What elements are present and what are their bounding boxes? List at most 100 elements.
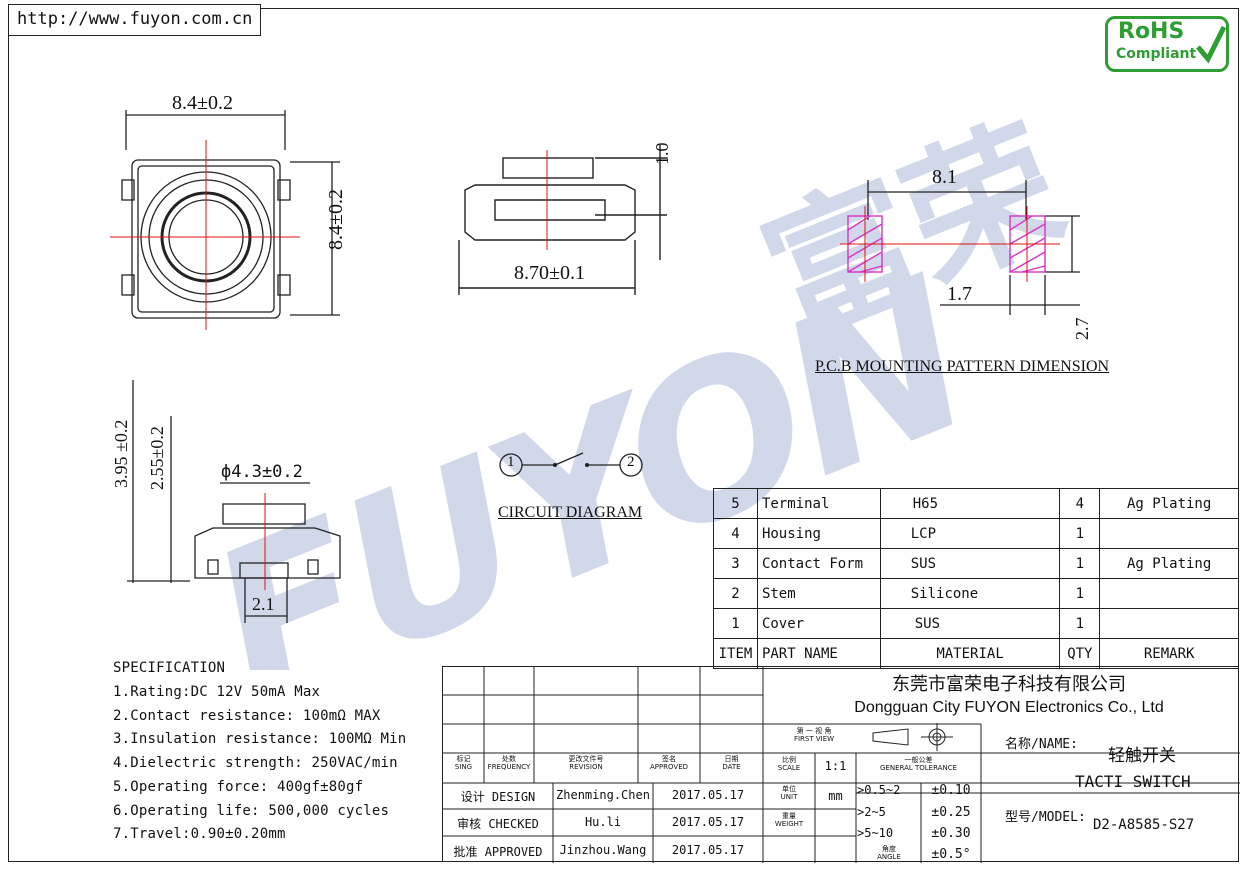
bom-part: Stem	[756, 578, 881, 609]
spec-item: 3.Insulation resistance: 100MΩ Min	[113, 731, 407, 747]
scale-value: 1:1	[824, 759, 847, 773]
pcb-title: P.C.B MOUNTING PATTERN DIMENSION	[815, 358, 1110, 375]
bom-item: 1	[713, 608, 758, 639]
bom-material: H65	[879, 488, 1061, 519]
bom-header-item: ITEM	[713, 638, 758, 669]
bom-remark: Ag Plating	[1099, 548, 1239, 579]
checked-name: Hu.li	[584, 815, 622, 829]
bom-row: 5 Terminal H65 4 Ag Plating	[713, 488, 1239, 519]
bom-remark: Ag Plating	[1099, 488, 1239, 519]
bom-remark	[1099, 578, 1239, 609]
side-height-dim: 1.0	[652, 142, 672, 166]
top-height-dim: 8.4±0.2	[325, 189, 347, 250]
tol-range: >0.5~2	[857, 783, 901, 797]
bom-qty: 1	[1059, 608, 1101, 639]
bom-part: Contact Form	[756, 548, 881, 579]
bom-material: SUS	[879, 608, 1061, 639]
side-width-dim: 8.70±0.1	[514, 262, 585, 284]
pcb-span-dim: 8.1	[932, 166, 957, 188]
approved-label: 批准 APPROVED	[453, 845, 543, 859]
bom-header-qty: QTY	[1059, 638, 1101, 669]
bom-material: LCP	[879, 518, 1061, 549]
checked-label: 审核 CHECKED	[457, 817, 539, 831]
tol-value: ±0.10	[931, 783, 971, 798]
tol-value: ±0.25	[931, 805, 971, 820]
bom-qty: 1	[1059, 578, 1101, 609]
bom-item: 5	[713, 488, 758, 519]
front-view-drawing	[127, 380, 341, 623]
bom-part: Cover	[756, 608, 881, 639]
bom-header-part: PART NAME	[756, 638, 881, 669]
circuit-label: CIRCUIT DIAGRAM	[498, 504, 643, 521]
side-view-drawing	[458, 145, 667, 295]
front-dia-dim: ф4.3±0.2	[221, 462, 303, 482]
bom-item: 3	[713, 548, 758, 579]
bom-qty: 1	[1059, 518, 1101, 549]
spec-item: 6.Operating life: 500,000 cycles	[113, 803, 390, 819]
bom-qty: 1	[1059, 548, 1101, 579]
tol-range: >2~5	[857, 805, 886, 819]
circuit-pin-1: 1	[507, 454, 515, 470]
bom-row: 3 Contact Form SUS 1 Ag Plating	[713, 548, 1239, 579]
spec-item: 5.Operating force: 400gf±80gf	[113, 779, 364, 795]
spec-item: 1.Rating:DC 12V 50mA Max	[113, 684, 321, 700]
product-name-en: TACTI SWITCH	[1075, 772, 1191, 791]
bom-row: 2 Stem Silicone 1	[713, 578, 1239, 609]
top-width-dim: 8.4±0.2	[172, 92, 233, 114]
bom-remark	[1099, 608, 1239, 639]
title-block-grid	[443, 667, 1240, 863]
bom-part: Terminal	[756, 488, 881, 519]
circuit-pin-2: 2	[627, 454, 635, 470]
bom-qty: 4	[1059, 488, 1101, 519]
bom-item: 2	[713, 578, 758, 609]
rohs-sub: Compliant	[1116, 46, 1197, 62]
name-label: 名称/NAME:	[1005, 737, 1078, 752]
bom-item: 4	[713, 518, 758, 549]
bom-material: SUS	[879, 548, 1061, 579]
model-number: D2-A8585-S27	[1093, 817, 1195, 833]
design-label: 设计 DESIGN	[460, 790, 536, 804]
bom-table: 5 Terminal H65 4 Ag Plating 4 Housing LC…	[713, 488, 1239, 669]
check-icon	[1196, 25, 1226, 64]
front-total-dim: 3.95 ±0.2	[111, 419, 131, 488]
product-name-cn: 轻触开关	[1108, 746, 1176, 766]
tol-value: ±0.30	[931, 826, 971, 841]
company-name-en: Dongguan City FUYON Electronics Co., Ltd	[854, 699, 1164, 716]
circuit-diagram	[499, 452, 643, 477]
approved-date: 2017.05.17	[671, 843, 745, 857]
spec-item: 2.Contact resistance: 100mΩ MAX	[113, 708, 381, 724]
checked-date: 2017.05.17	[671, 815, 745, 829]
website-url: http://www.fuyon.com.cn	[8, 4, 262, 36]
top-view-drawing	[110, 110, 340, 330]
bom-material: Silicone	[879, 578, 1061, 609]
model-label: 型号/MODEL:	[1005, 810, 1086, 825]
bom-header-row: ITEM PART NAME MATERIAL QTY REMARK	[713, 638, 1239, 669]
bom-header-material: MATERIAL	[879, 638, 1061, 669]
front-body-dim: 2.55±0.2	[147, 426, 167, 490]
design-date: 2017.05.17	[671, 788, 745, 802]
rohs-logo: RoHS Compliant	[1105, 16, 1229, 72]
pcb-height-dim: 2.7	[1072, 317, 1092, 341]
pcb-pattern-drawing	[840, 180, 1080, 315]
spec-title: SPECIFICATION	[113, 660, 226, 676]
bom-remark	[1099, 518, 1239, 549]
spec-item: 4.Dielectric strength: 250VAC/min	[113, 755, 398, 771]
bom-part: Housing	[756, 518, 881, 549]
bom-row: 1 Cover SUS 1	[713, 608, 1239, 639]
approved-name: Jinzhou.Wang	[559, 843, 647, 857]
bom-row: 4 Housing LCP 1	[713, 518, 1239, 549]
rohs-text: RoHS	[1118, 19, 1185, 44]
company-name-cn: 东莞市富荣电子科技有限公司	[892, 674, 1126, 695]
unit-value: mm	[828, 789, 843, 803]
spec-item: 7.Travel:0.90±0.20mm	[113, 826, 286, 842]
design-name: Zhenming.Chen	[556, 788, 650, 802]
front-base-dim: 2.1	[252, 594, 275, 614]
tol-value: ±0.5°	[931, 847, 971, 862]
